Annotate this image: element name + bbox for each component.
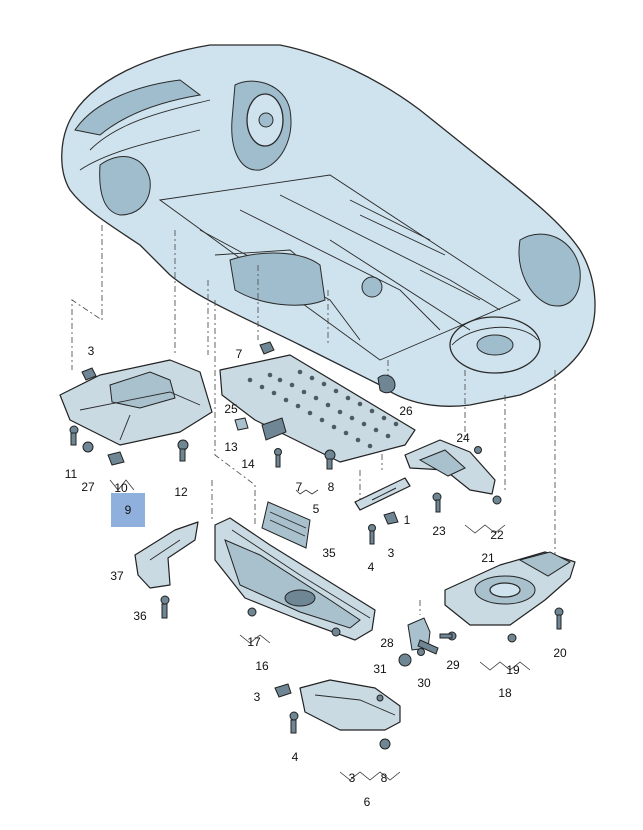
callout-6: 6 bbox=[363, 795, 371, 809]
callout-5: 5 bbox=[312, 502, 320, 516]
callout-27: 27 bbox=[81, 480, 95, 494]
bracket-28 bbox=[398, 617, 457, 667]
rear-shield-22 bbox=[404, 439, 502, 513]
callout-26: 26 bbox=[399, 404, 413, 418]
callout-7-b: 7 bbox=[295, 480, 303, 494]
callout-18: 18 bbox=[498, 686, 512, 700]
callout-17: 17 bbox=[247, 635, 261, 649]
callout-22: 22 bbox=[490, 528, 504, 542]
clip-26 bbox=[377, 374, 396, 394]
callout-7-a: 7 bbox=[235, 347, 243, 361]
side-panel-16 bbox=[214, 517, 376, 641]
callout-10: 10 bbox=[114, 481, 128, 495]
callout-19: 19 bbox=[506, 663, 520, 677]
callout-3-d: 3 bbox=[348, 771, 356, 785]
bracket-37 bbox=[134, 521, 199, 619]
callout-leaders bbox=[109, 479, 531, 781]
car-underbody bbox=[61, 44, 596, 407]
callout-4-b: 4 bbox=[291, 750, 299, 764]
callout-3-c: 3 bbox=[253, 690, 261, 704]
heat-shield-5 bbox=[261, 501, 311, 549]
callout-9-highlighted[interactable]: 9 bbox=[111, 493, 145, 527]
callout-16: 16 bbox=[255, 659, 269, 673]
rear-underguard-18 bbox=[444, 551, 576, 643]
callout-29: 29 bbox=[446, 658, 460, 672]
lower-rear-shield-6 bbox=[274, 679, 401, 750]
callout-31: 31 bbox=[373, 662, 387, 676]
callout-37: 37 bbox=[110, 569, 124, 583]
callout-8-a: 8 bbox=[327, 480, 335, 494]
callout-12: 12 bbox=[174, 485, 188, 499]
callout-3-a: 3 bbox=[87, 344, 95, 358]
callout-1: 1 bbox=[403, 513, 411, 527]
callout-23: 23 bbox=[432, 524, 446, 538]
callout-4-a: 4 bbox=[367, 560, 375, 574]
callout-30: 30 bbox=[417, 676, 431, 690]
callout-28: 28 bbox=[380, 636, 394, 650]
callout-14: 14 bbox=[241, 457, 255, 471]
callout-13: 13 bbox=[224, 440, 238, 454]
callout-36: 36 bbox=[133, 609, 147, 623]
callout-21: 21 bbox=[481, 551, 495, 565]
callout-20: 20 bbox=[553, 646, 567, 660]
center-underbody-panel bbox=[219, 341, 416, 470]
callout-25: 25 bbox=[224, 402, 238, 416]
callout-35: 35 bbox=[322, 546, 336, 560]
callout-3-b: 3 bbox=[387, 546, 395, 560]
callout-24: 24 bbox=[456, 431, 470, 445]
bracket-1 bbox=[354, 477, 411, 545]
callout-8-b: 8 bbox=[380, 771, 388, 785]
callout-11: 11 bbox=[64, 467, 78, 481]
engine-underguard bbox=[59, 359, 213, 466]
